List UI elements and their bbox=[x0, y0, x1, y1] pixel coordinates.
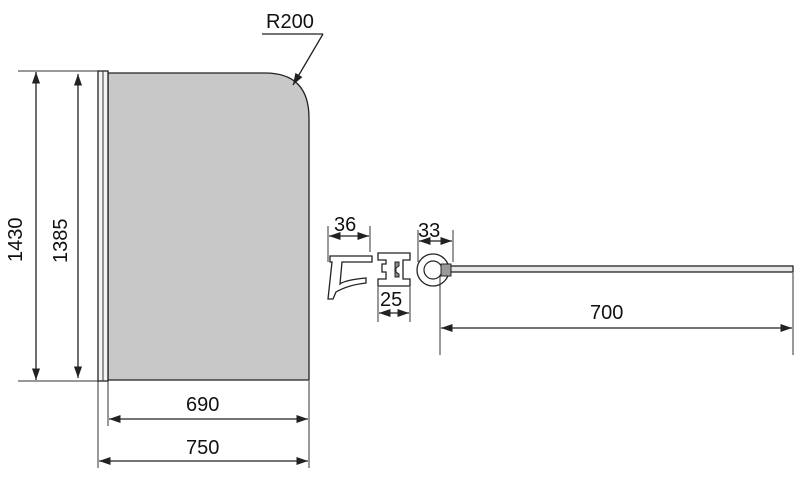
dimension-label-1385: 1385 bbox=[50, 219, 72, 264]
height-dimension-glass: 1385 bbox=[50, 74, 83, 378]
swing-panel-plan bbox=[439, 265, 794, 273]
dimension-label-36: 36 bbox=[334, 214, 356, 236]
glass-panel bbox=[107, 72, 310, 381]
dimension-label-33: 33 bbox=[418, 220, 440, 242]
dimension-label-700: 700 bbox=[590, 302, 623, 324]
wall-profile-shape bbox=[327, 255, 373, 300]
wall-profile-section: 36 bbox=[327, 214, 373, 300]
dimension-label-25: 25 bbox=[380, 289, 402, 311]
profile-shape bbox=[377, 252, 411, 287]
profile-gasket bbox=[394, 261, 400, 278]
dimension-label-690: 690 bbox=[186, 394, 219, 416]
hinge-clamp bbox=[440, 263, 452, 277]
hinge-inner-circle bbox=[423, 260, 443, 280]
height-dimension-total: 1430 bbox=[5, 70, 98, 382]
radius-label: R200 bbox=[266, 11, 314, 33]
radius-leader-arrow bbox=[292, 33, 324, 86]
dimension-label-750: 750 bbox=[186, 437, 219, 459]
radius-callout: R200 bbox=[262, 11, 324, 86]
profile-section: 25 bbox=[377, 252, 411, 322]
glass-panel-elevation bbox=[97, 70, 310, 382]
dimension-label-1430: 1430 bbox=[5, 218, 27, 263]
plan-view: 33 700 bbox=[416, 220, 794, 355]
width-dimensions: 690 750 bbox=[97, 381, 310, 468]
